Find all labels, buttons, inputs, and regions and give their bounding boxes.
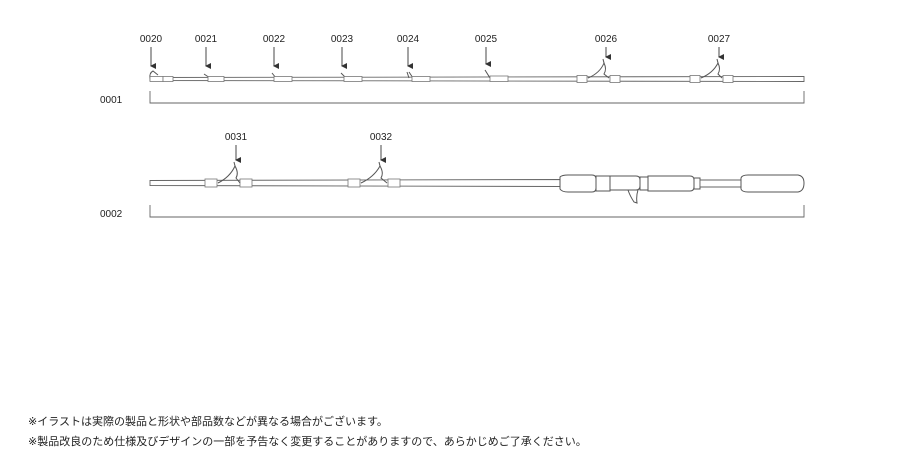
tip-section-blank (149, 76, 805, 82)
callout-label: 0021 (195, 34, 218, 45)
guide-0025 (484, 69, 509, 82)
callout-0023: 0023 (331, 34, 354, 69)
rod-parts-diagram: 0020 0021 0022 0023 0024 0025 0026 0027 (100, 34, 805, 220)
callout-label: 0027 (708, 34, 731, 45)
callout-label: 0020 (140, 34, 163, 45)
callout-0021: 0021 (195, 34, 218, 69)
guide-0024 (406, 71, 431, 82)
callout-label: 0025 (475, 34, 498, 45)
tip-top-guide (149, 70, 174, 82)
callout-0025: 0025 (475, 34, 498, 67)
callout-label: 0032 (370, 132, 393, 143)
guide-0032 (347, 161, 401, 188)
butt-section-label: 0002 (100, 209, 123, 220)
guide-0023 (340, 72, 363, 82)
note-specification-change: ※製品改良のため仕様及びデザインの一部を予告なく変更することがありますので、あら… (28, 435, 587, 448)
disclaimer-notes: ※イラストは実際の製品と形状や部品数などが異なる場合がございます。 ※製品改良の… (28, 412, 888, 452)
callout-0020: 0020 (140, 34, 163, 69)
callout-label: 0022 (263, 34, 286, 45)
butt-section-length-bracket (149, 205, 805, 218)
guide-0022 (271, 72, 293, 82)
reel-seat-handle (559, 174, 805, 204)
tip-section-length-bracket (149, 91, 805, 104)
guide-0021 (203, 73, 225, 82)
callout-0027: 0027 (708, 34, 731, 60)
callout-label: 0026 (595, 34, 618, 45)
tip-section: 0020 0021 0022 0023 0024 0025 0026 0027 (100, 34, 805, 106)
callout-label: 0031 (225, 132, 248, 143)
butt-section: 0031 0032 0002 (100, 132, 805, 220)
callout-0026: 0026 (595, 34, 618, 60)
callout-label: 0024 (397, 34, 420, 45)
callout-0022: 0022 (263, 34, 286, 69)
guide-0031 (204, 161, 253, 188)
callout-label: 0023 (331, 34, 354, 45)
callout-0024: 0024 (397, 34, 420, 69)
callout-0032: 0032 (370, 132, 393, 163)
note-illustration-disclaimer: ※イラストは実際の製品と形状や部品数などが異なる場合がございます。 (28, 415, 388, 428)
guide-0026 (576, 58, 621, 83)
callout-0031: 0031 (225, 132, 248, 163)
tip-section-label: 0001 (100, 95, 123, 106)
guide-0027 (689, 58, 734, 83)
